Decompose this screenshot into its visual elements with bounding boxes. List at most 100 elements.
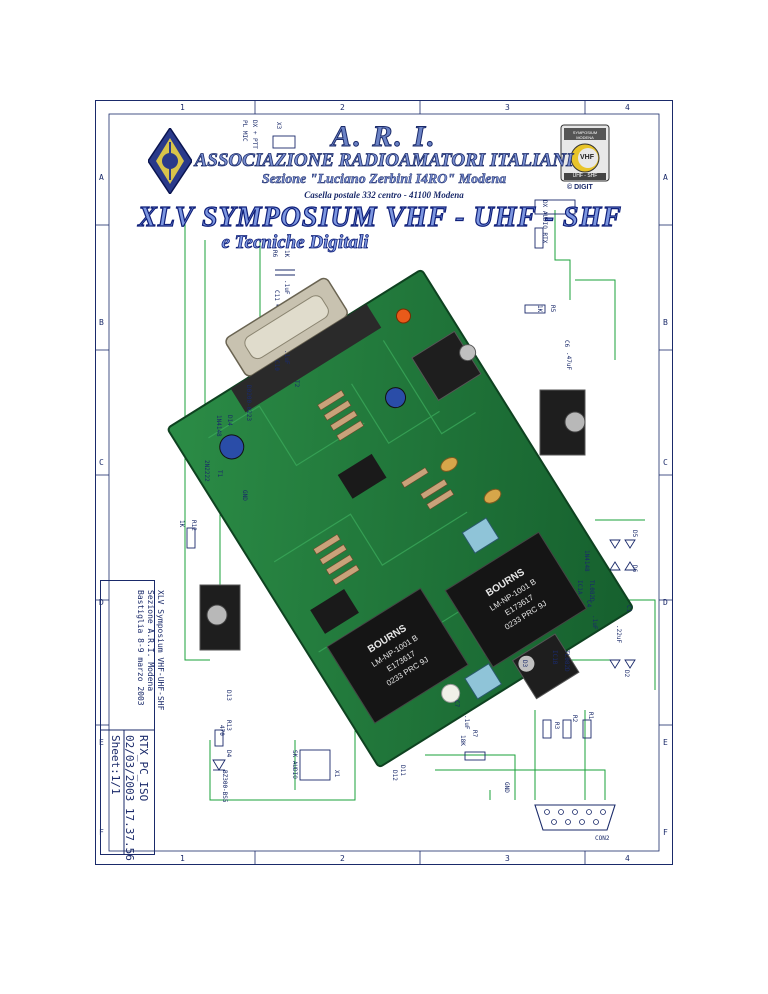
label-t1: T1 [216, 470, 223, 478]
label-d14v: 1N4148 [215, 415, 222, 437]
label-x1: X1 [333, 770, 340, 778]
grid-ticks [95, 100, 673, 865]
grid-row-label: B [99, 318, 104, 327]
bourns-transformer-1: BOURNS LM-NP-1001 B E173617 0233 PRC 9J [326, 587, 469, 724]
grid-col-label: 4 [625, 103, 630, 112]
label-c10: C10 [273, 360, 280, 371]
label-r1: R1 [587, 712, 594, 720]
db9-pin [579, 819, 585, 825]
label-r13: R13 [225, 720, 232, 731]
postal-address: Casella postale 332 centro - 41100 Moden… [304, 190, 464, 200]
label-r6v: 1K [283, 250, 290, 258]
label-d4: D4 [225, 750, 232, 758]
grid-row-label: A [663, 173, 668, 182]
drawing-sheet: Sheet:1/1 [109, 735, 122, 795]
label-d2: D2 [623, 670, 630, 678]
grid-row-label: F [99, 828, 104, 837]
grid-row-label: D [663, 598, 668, 607]
label-c6: C6 [563, 340, 570, 348]
label-t2: T2 [293, 380, 300, 388]
label-r3: R3 [553, 722, 560, 730]
label-dx-audio: DX AUDIO RTX [541, 200, 548, 244]
db9-pin [558, 809, 564, 815]
label-c1: C1 [625, 605, 632, 613]
grid-row-label: E [99, 738, 104, 747]
org-full-title: ASSOCIAZIONE RADIOAMATORI ITALIANI [194, 150, 574, 172]
label-ic1a: IC1A [576, 580, 583, 595]
digit-credit: © DIGIT [567, 184, 593, 191]
db9-pin [544, 809, 550, 815]
db9-pin [586, 809, 592, 815]
label-c4: C4 [585, 600, 592, 608]
db9-pin [565, 819, 571, 825]
label-x3: X3 [275, 122, 282, 130]
badge-mid: VHF [580, 154, 594, 161]
org-short-title: A. R. I. [331, 120, 437, 154]
label-r6: R6 [271, 250, 278, 258]
label-r7: R7 [471, 730, 478, 738]
ari-logo-icon [148, 128, 192, 194]
label-c6v: .47uF [565, 352, 572, 371]
label-c10v: .1uF [283, 350, 290, 365]
grid-col-label: 4 [625, 854, 630, 863]
label-ptt: DX + PTT [251, 120, 258, 149]
label-d14: D14 [226, 415, 233, 426]
event-line-3: Bastiglia 8-9 marzo 2003 [136, 590, 145, 706]
drawing-name: RTX_PC_ISO [137, 735, 150, 802]
label-tl082: TL082D [563, 650, 570, 672]
label-r12v: 1K [178, 520, 185, 528]
label-t1v: 2N2222 [203, 460, 210, 482]
grid-col-label: 2 [340, 854, 345, 863]
badge-top: SYMPOSIUM MODENA [572, 130, 598, 140]
grid-row-label: A [99, 173, 104, 182]
label-d5: D5 [631, 530, 638, 538]
label-d12: D12 [391, 770, 398, 781]
event-line-1: XLV Symposium VHF-UHF-SHF [156, 590, 165, 711]
label-c11v: .1uF [283, 280, 290, 295]
grid-col-label: 1 [180, 103, 185, 112]
label-c7: C7 [453, 700, 460, 708]
grid-row-label: D [99, 598, 104, 607]
label-gnd: GND [241, 490, 248, 501]
label-ic1b: IC1B [551, 650, 558, 665]
outer-frame [95, 100, 673, 865]
label-r12: R12 [190, 520, 197, 531]
label-d4v: BZ300-BS5 [221, 770, 228, 803]
label-d6: D6 [631, 565, 638, 573]
label-r7v: 18K [459, 735, 466, 746]
title-block-info: RTX_PC_ISO 02/03/2003 17.37.56 Sheet:1/1 [108, 735, 150, 861]
grid-row-label: C [99, 458, 104, 467]
event-line-2: Sezione A.R.I. Modena [146, 590, 155, 692]
label-r2: R2 [571, 715, 578, 723]
label-c4v: .1uF [591, 615, 598, 630]
label-tl082: TL082D [588, 580, 595, 602]
label-con2: CON2 [595, 835, 610, 842]
label-d11: D11 [399, 765, 406, 776]
grid-col-label: 2 [340, 103, 345, 112]
symposium-logo-icon [560, 124, 610, 182]
label-d1v: 1N4148 [583, 550, 590, 572]
bourns-transformer-2: BOURNS LM-NP-1001 B E173617 0233 PRC 9J [444, 531, 588, 668]
label-c7v: .1uF [463, 715, 470, 730]
grid-row-label: C [663, 458, 668, 467]
x3-box [272, 135, 296, 149]
db9-pin [551, 819, 557, 825]
title-block-event: XLV Symposium VHF-UHF-SHF Sezione A.R.I.… [135, 590, 165, 710]
label-c11: C11 [273, 290, 280, 301]
label-c1v: .22uF [615, 625, 622, 644]
label-r5v: 1K [536, 305, 543, 313]
section-name: Sezione "Luciano Zerbini I4RO" Modena [261, 172, 507, 188]
db9-pin [572, 809, 578, 815]
grid-col-label: 3 [505, 854, 510, 863]
grid-col-label: 1 [180, 854, 185, 863]
title-block-frame [100, 580, 155, 855]
label-sk-audio: SK AUDIO [291, 750, 298, 779]
db9-pin [600, 809, 606, 815]
label-r5: R5 [549, 305, 556, 313]
label-r13v: 470 [218, 725, 225, 736]
dip-ic [337, 453, 387, 499]
pcb-photo: BOURNS LM-NP-1001 B E173617 0233 PRC 9J … [167, 269, 633, 768]
grid-row-label: E [663, 738, 668, 747]
